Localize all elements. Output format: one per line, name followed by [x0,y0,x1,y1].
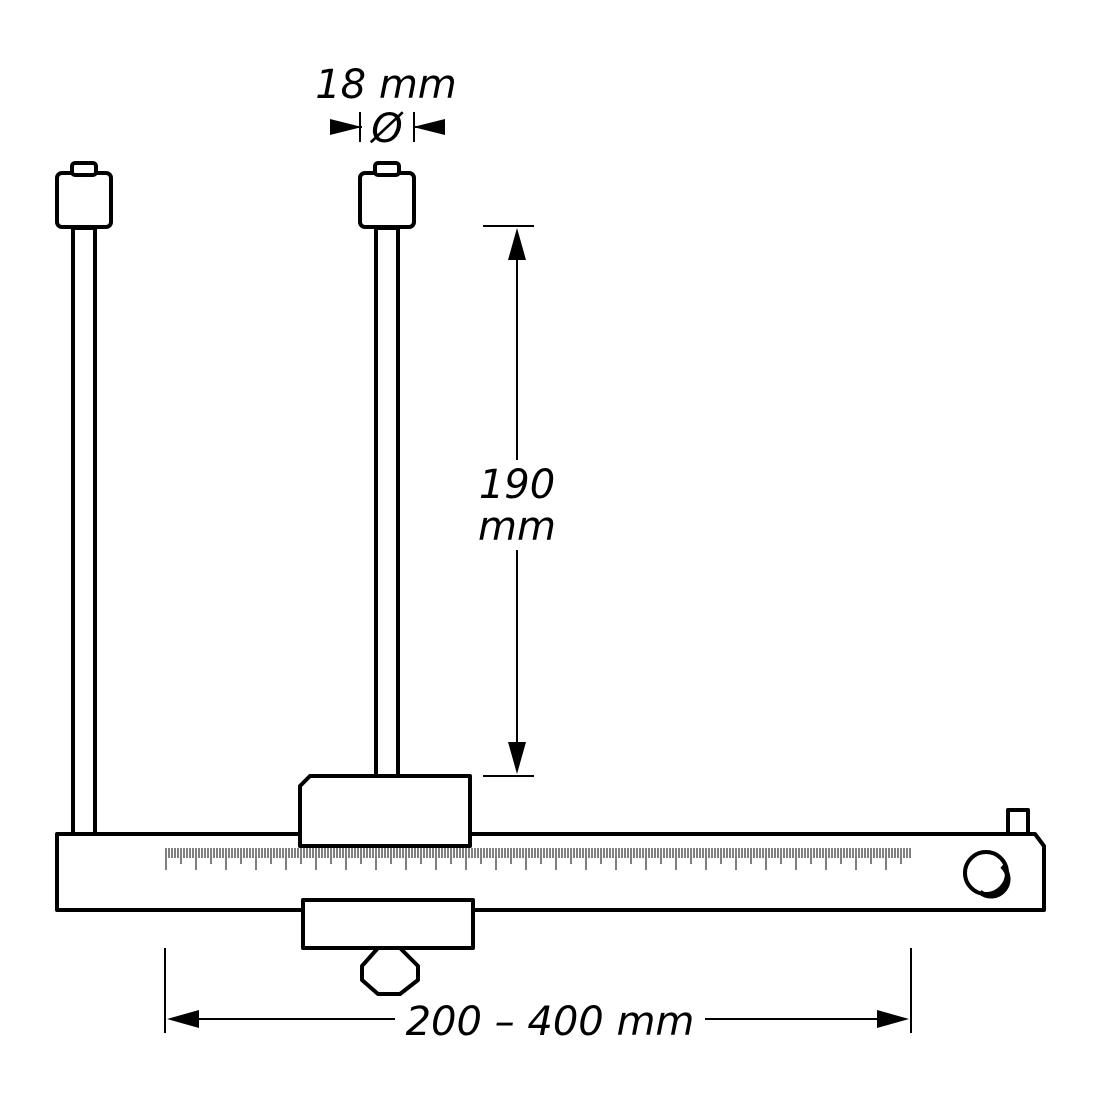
main-beam [55,808,1046,912]
right-pin [358,161,416,780]
right-pin-tip [373,161,401,177]
width-label: 200 – 400 mm [406,999,695,1045]
width-dimension: 200 – 400 mm [164,948,912,1045]
height-unit: mm [478,504,556,550]
left-pin-rod [71,226,97,836]
left-pin-tip [70,161,98,177]
slider-knob [360,946,420,996]
left-pin [55,161,113,836]
slider-block [298,774,475,996]
beam-scale [165,848,911,870]
height-value: 190 [479,462,555,508]
height-dimension: 190 mm [478,225,556,777]
diameter-symbol: Ø [369,106,404,152]
left-pin-cap [55,171,113,229]
locking-screw [963,850,1011,899]
diameter-dimension: 18 mm Ø [315,62,457,152]
beam-body [55,832,1046,912]
right-pin-cap [358,171,416,229]
diameter-label: 18 mm [315,62,457,108]
slider-upper [298,774,472,848]
slider-lower [301,898,475,950]
right-pin-rod [374,226,400,780]
